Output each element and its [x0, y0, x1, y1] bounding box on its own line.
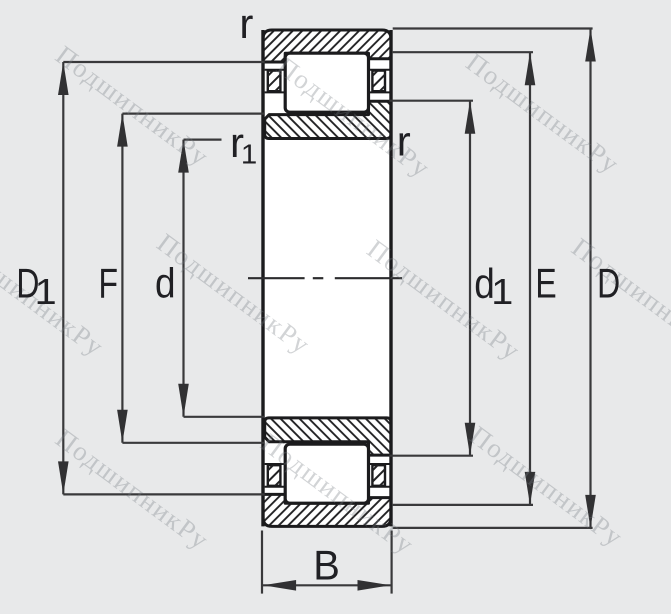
svg-text:D: D — [597, 259, 620, 306]
svg-text:r: r — [397, 118, 411, 165]
svg-text:F: F — [99, 259, 119, 306]
svg-text:E: E — [535, 259, 556, 306]
svg-text:d: d — [474, 261, 495, 308]
svg-text:1: 1 — [35, 272, 57, 312]
svg-text:B: B — [313, 542, 340, 589]
svg-text:d: d — [155, 260, 176, 307]
svg-text:D: D — [16, 259, 39, 306]
svg-text:r: r — [230, 119, 244, 166]
svg-text:1: 1 — [241, 139, 257, 170]
svg-text:r: r — [239, 0, 253, 47]
svg-text:1: 1 — [491, 272, 513, 312]
